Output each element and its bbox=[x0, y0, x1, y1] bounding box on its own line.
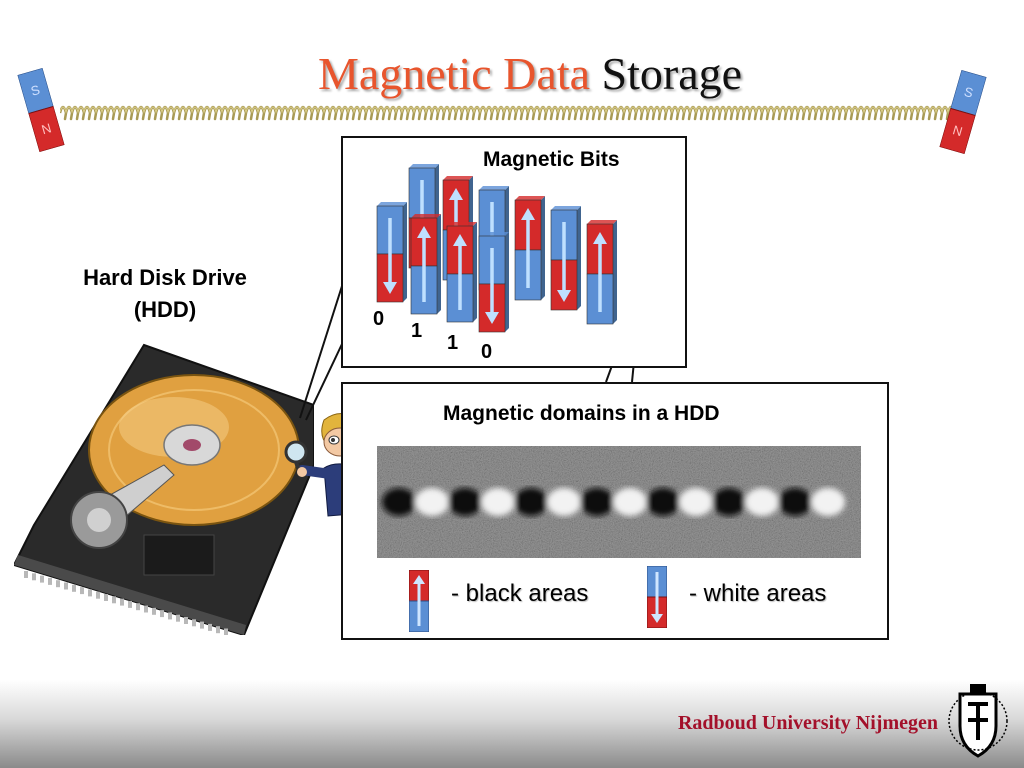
domain-black-area bbox=[382, 488, 416, 516]
magnetic-domains-panel: Magnetic domains in a HDD bbox=[341, 382, 889, 640]
domain-black-area bbox=[580, 488, 614, 516]
bit-value-label: 1 bbox=[411, 320, 423, 342]
legend-white-areas: - white areas bbox=[689, 580, 827, 607]
magnet-icon-right: S N bbox=[939, 69, 987, 155]
magnetic-bar-icon bbox=[514, 196, 545, 301]
svg-text:S: S bbox=[29, 82, 42, 99]
magnetic-bar-icon bbox=[478, 232, 509, 333]
magnetic-bar-icon bbox=[376, 202, 407, 303]
hdd-label-line2: (HDD) bbox=[133, 297, 197, 322]
domain-black-area bbox=[448, 488, 482, 516]
magnetic-bar-icon bbox=[410, 214, 441, 315]
domain-white-area bbox=[415, 488, 449, 516]
domain-white-area bbox=[613, 488, 647, 516]
domain-black-area bbox=[514, 488, 548, 516]
footer-institution: Radboud University Nijmegen bbox=[677, 712, 938, 734]
domain-white-area bbox=[679, 488, 713, 516]
bits-panel-title: Magnetic Bits bbox=[483, 148, 620, 171]
bit-value-label: 1 bbox=[447, 332, 459, 354]
domain-black-area bbox=[646, 488, 680, 516]
magnetic-bar-icon-red bbox=[409, 570, 429, 632]
domains-panel-title: Magnetic domains in a HDD bbox=[443, 402, 720, 425]
slide-title: Magnetic Data Storage bbox=[0, 46, 1024, 102]
footer-band bbox=[0, 680, 1024, 768]
legend-black-areas: - black areas bbox=[451, 580, 589, 607]
hdd-label-line1: Hard Disk Drive bbox=[83, 265, 247, 290]
hard-disk-image bbox=[14, 343, 314, 635]
svg-text:N: N bbox=[40, 120, 53, 137]
magnetic-bar-icon bbox=[586, 220, 617, 325]
magnetic-bar-icon-blue bbox=[647, 566, 667, 628]
domain-black-area bbox=[712, 488, 746, 516]
domain-white-area bbox=[745, 488, 779, 516]
domain-white-area bbox=[811, 488, 845, 516]
svg-text:N: N bbox=[951, 122, 964, 139]
title-rest: Storage bbox=[601, 48, 743, 99]
domain-white-area bbox=[547, 488, 581, 516]
magnet-icon-left: S N bbox=[17, 67, 65, 153]
title-highlight: Magnetic Data bbox=[317, 48, 591, 99]
university-crest-icon bbox=[948, 684, 1008, 758]
domain-white-area bbox=[481, 488, 515, 516]
magnetic-bits-panel: Magnetic Bits 0 1 1 0 bbox=[341, 136, 687, 368]
domain-black-area bbox=[778, 488, 812, 516]
magnetic-bars-illustration bbox=[376, 164, 617, 333]
magnetic-bar-icon bbox=[446, 222, 477, 323]
domain-image bbox=[377, 446, 861, 558]
magnetic-bar-icon bbox=[550, 206, 581, 311]
bit-value-label: 0 bbox=[481, 341, 493, 363]
bit-value-label: 0 bbox=[373, 308, 385, 330]
hdd-label: Hard Disk Drive (HDD) bbox=[50, 262, 280, 326]
spring-icon bbox=[60, 105, 960, 121]
